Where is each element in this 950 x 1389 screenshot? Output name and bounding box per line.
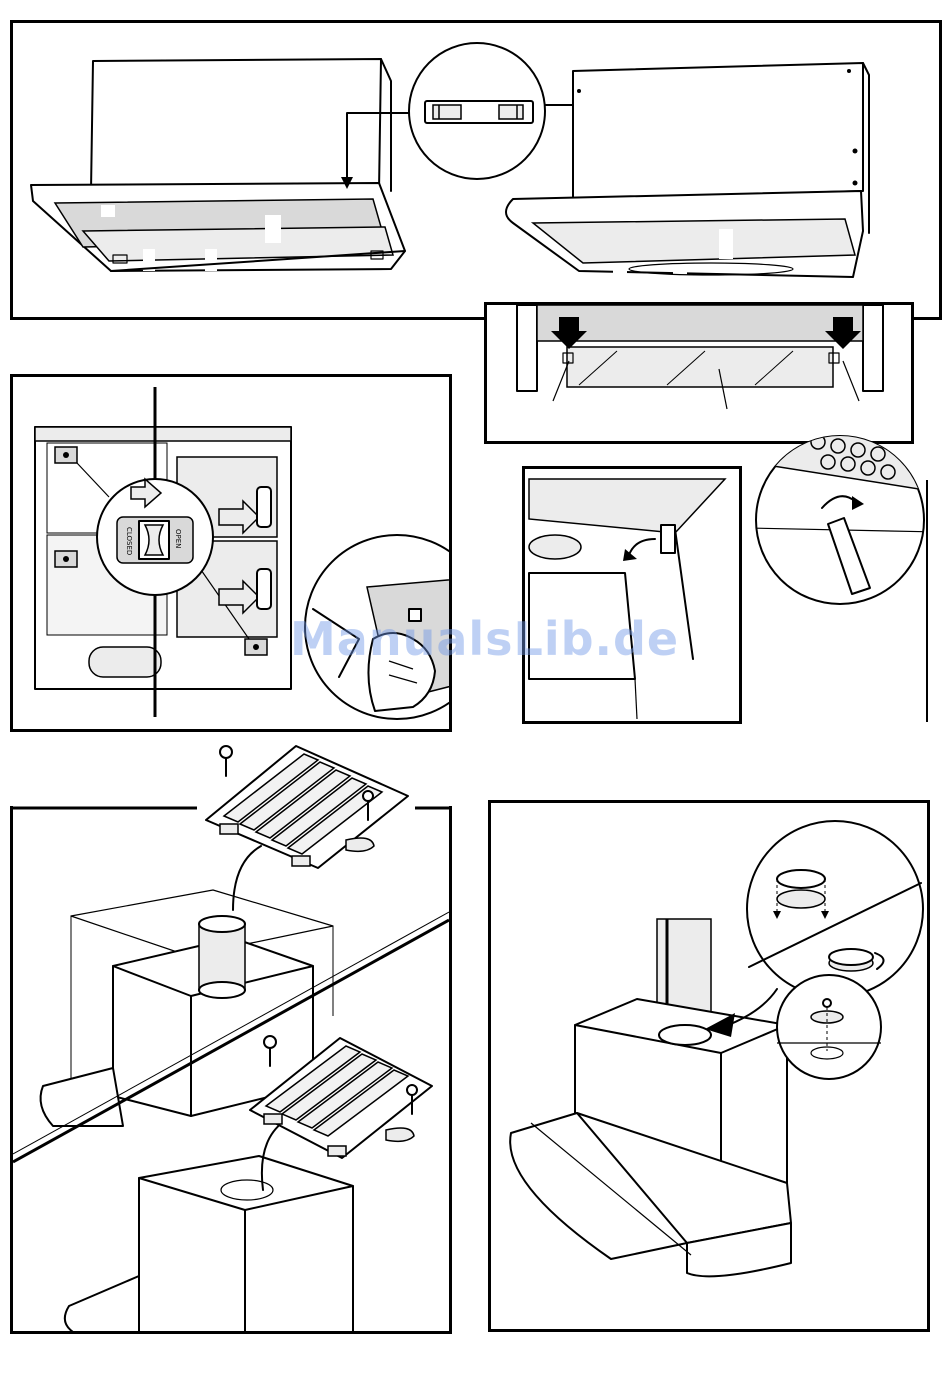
panel-hood-slider-switch <box>10 20 942 320</box>
switch-label-open: OPEN <box>174 529 182 548</box>
switch-illustration: OPEN CLOSED <box>13 377 449 729</box>
carbon-filter-upper <box>196 740 416 874</box>
panel-filter-rail <box>484 302 914 444</box>
vertical-rule <box>926 480 928 722</box>
panel-filter-clip <box>522 466 742 724</box>
hand-detail-magnifier <box>305 535 449 719</box>
panel-duct-connection <box>488 800 930 1332</box>
right-hood <box>506 63 869 277</box>
carbon-filter-lower <box>236 1030 436 1164</box>
hood-slider-illustration <box>13 23 939 317</box>
left-hood <box>31 59 405 271</box>
filter-clip-illustration <box>525 469 739 721</box>
filter-rail-illustration <box>487 305 911 441</box>
switch-label-closed: CLOSED <box>125 527 133 555</box>
clip-detail-circle <box>748 432 938 612</box>
panel-switch-open-closed: OPEN CLOSED <box>10 374 452 732</box>
duct-connection-illustration <box>491 803 927 1329</box>
